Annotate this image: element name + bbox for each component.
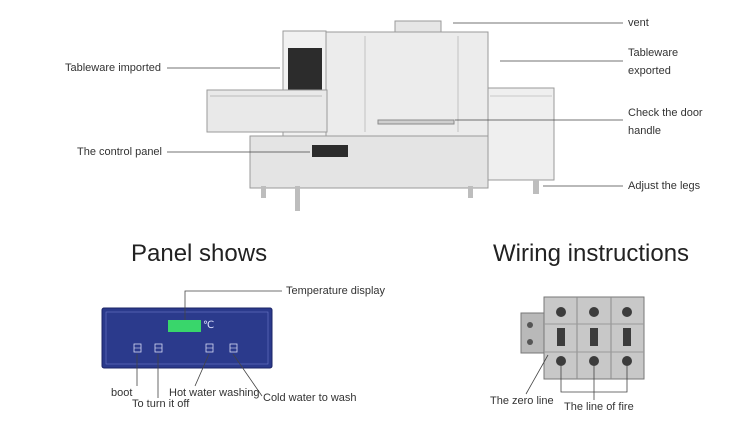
door-handle-label-2: handle: [628, 125, 662, 137]
panel-shows-heading: Panel shows: [131, 240, 268, 267]
degree-symbol: ℃: [203, 320, 215, 331]
vent-label: vent: [628, 17, 649, 29]
outlet-section: [487, 87, 555, 181]
control-panel-label: The control panel: [77, 146, 162, 158]
leg: [295, 186, 300, 211]
temperature-display: [168, 320, 201, 332]
boot-label: boot: [111, 387, 133, 399]
leg: [533, 180, 539, 194]
terminal-block: [520, 296, 645, 380]
turn-off-label: To turn it off: [132, 398, 190, 410]
leg: [261, 186, 266, 198]
tableware-imported-label: Tableware imported: [65, 62, 161, 74]
hot-water-label: Hot water washing: [169, 387, 260, 399]
leg: [468, 186, 473, 198]
machine-main-body: [325, 31, 489, 137]
cold-water-label: Cold water to wash: [263, 392, 357, 404]
door-handle: [377, 119, 455, 125]
machine-base: [249, 135, 489, 189]
wiring-instructions-heading: Wiring instructions: [493, 240, 690, 267]
temperature-display-label: Temperature display: [286, 285, 386, 297]
adjust-legs-label: Adjust the legs: [628, 180, 701, 192]
zero-line-label: The zero line: [490, 395, 554, 407]
control-panel-board: [101, 307, 273, 369]
tableware-exported-label-2: exported: [628, 65, 671, 77]
door-handle-label-1: Check the door: [628, 107, 703, 119]
fire-line-label: The line of fire: [564, 401, 634, 413]
left-conveyor: [206, 89, 328, 133]
tableware-exported-label-1: Tableware: [628, 47, 679, 59]
control-panel-slot: [312, 145, 348, 157]
